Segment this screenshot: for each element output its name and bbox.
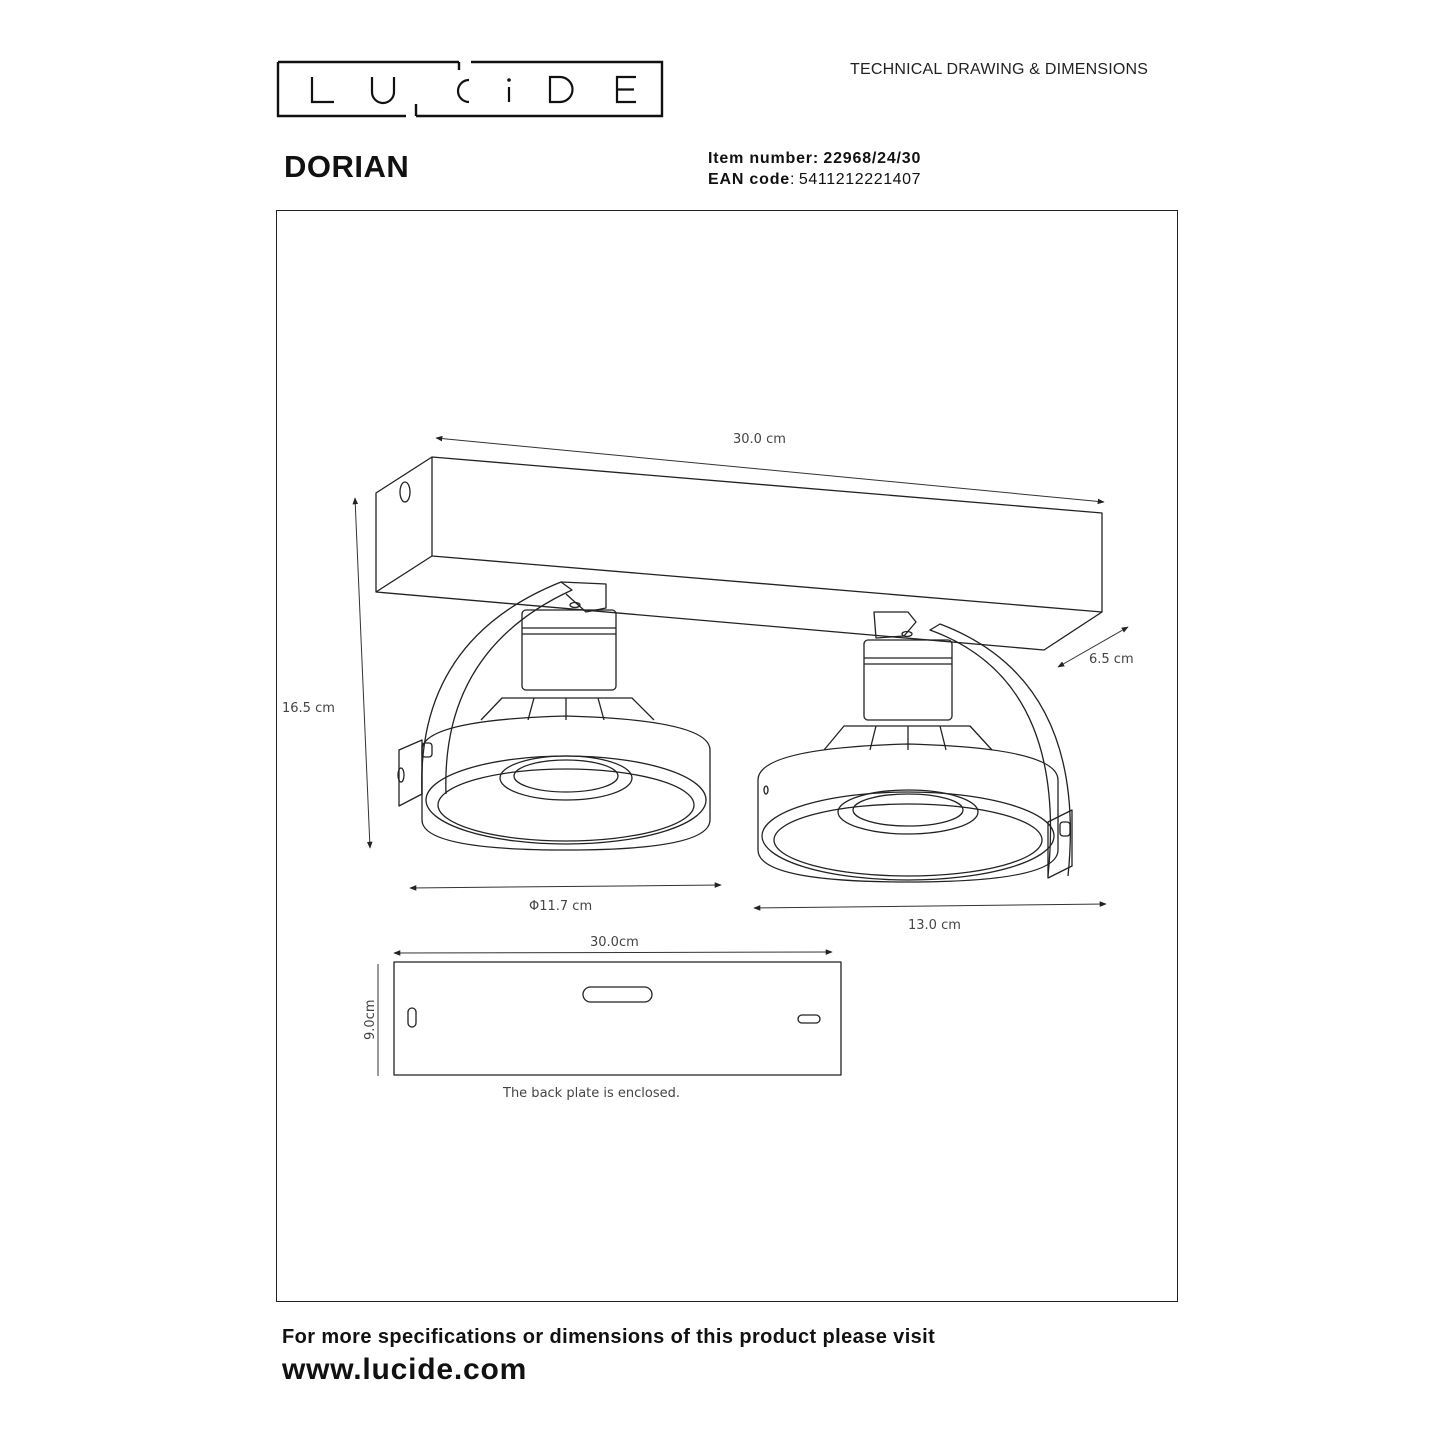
footer-website-link[interactable]: www.lucide.com <box>282 1353 528 1386</box>
document-type-label: TECHNICAL DRAWING & DIMENSIONS <box>850 61 1149 78</box>
housing-box <box>375 456 1103 651</box>
item-number-row: Item number: 22968/24/30 <box>708 148 921 169</box>
dim-diameter: Φ11.7 cm <box>529 899 592 914</box>
dim-line-height <box>352 497 373 849</box>
product-name: DORIAN <box>284 149 410 184</box>
dim-height: 16.5 cm <box>282 701 335 716</box>
ean-value: 5411212221407 <box>798 171 922 188</box>
dim-length-top: 30.0 cm <box>733 432 786 447</box>
footer-info-text: For more specifications or dimensions of… <box>282 1326 936 1348</box>
dim-line-plate-width <box>393 949 833 956</box>
dim-line-lamp-width <box>753 901 1107 911</box>
left-spotlight <box>397 581 711 851</box>
dim-line-length-top <box>435 435 1105 505</box>
item-info: Item number: 22968/24/30 EAN code: 54112… <box>708 148 921 190</box>
dim-lamp-width: 13.0 cm <box>908 918 961 933</box>
technical-drawing: 30.0 cm 16.5 cm 6.5 cm Φ11.7 cm 13.0 cm … <box>282 432 1134 1101</box>
dim-line-diameter <box>409 882 722 891</box>
dim-depth: 6.5 cm <box>1089 652 1134 667</box>
lucide-logo <box>276 60 664 118</box>
back-plate <box>393 961 842 1076</box>
ean-label: EAN code <box>708 171 790 188</box>
dim-line-depth <box>1057 626 1129 668</box>
right-spotlight <box>757 611 1073 883</box>
logo-wordmark <box>310 75 636 105</box>
dim-plate-height: 9.0cm <box>363 1000 378 1041</box>
item-number-label: Item number: <box>708 150 819 167</box>
drawing-frame <box>276 210 1178 1302</box>
ean-separator: : <box>789 171 795 188</box>
dim-plate-width: 30.0cm <box>590 935 639 950</box>
item-number-value: 22968/24/30 <box>823 150 922 167</box>
ean-row: EAN code: 5411212221407 <box>708 169 921 190</box>
back-plate-note: The back plate is enclosed. <box>502 1086 680 1101</box>
